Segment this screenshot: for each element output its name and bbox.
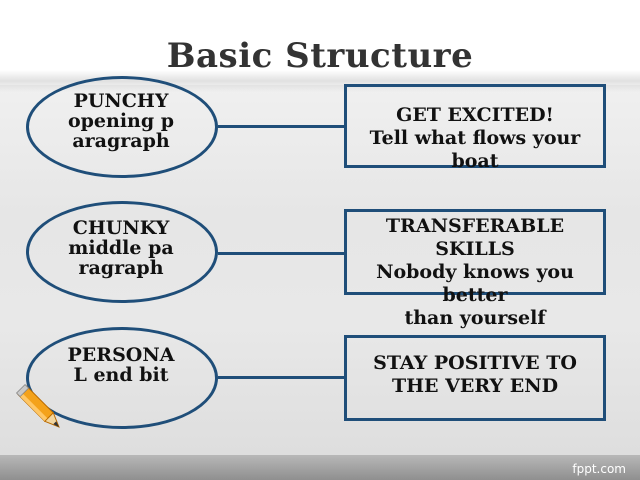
oval-label-1: PUNCHY opening paragraph: [67, 90, 175, 152]
box-shape-2: [344, 209, 606, 295]
page-title: Basic Structure: [166, 36, 474, 76]
box-shape-1: [344, 84, 606, 168]
box-shape-3: [344, 335, 606, 421]
watermark-text: fppt.com: [572, 462, 626, 476]
box-label-3: STAY POSITIVE TO THE VERY END: [373, 352, 577, 397]
oval-shape-1: [26, 76, 218, 178]
footer-band: [0, 455, 640, 480]
connector-line-3: [218, 376, 346, 379]
box-label-1: GET EXCITED! Tell what flows your boat: [369, 104, 581, 172]
oval-shape-2: [26, 201, 218, 303]
pencil-icon: [15, 383, 60, 428]
oval-label-3: PERSONAL end bit: [67, 344, 175, 386]
box-label-2: TRANSFERABLE SKILLS Nobody knows you bet…: [376, 215, 574, 329]
connector-line-1: [218, 125, 346, 128]
connector-line-2: [218, 252, 346, 255]
oval-shape-3: [26, 327, 218, 429]
oval-label-2: CHUNKY middle paragraph: [68, 217, 174, 279]
